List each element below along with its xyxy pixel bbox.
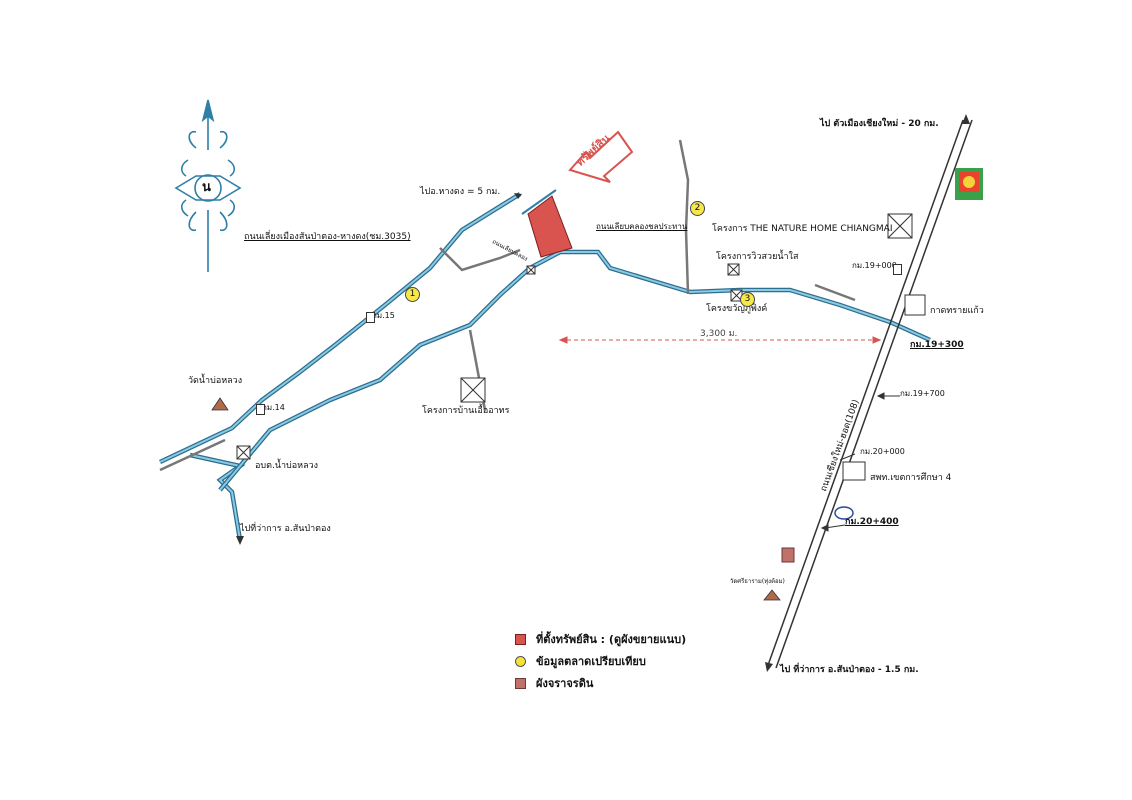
fuel-station-icon xyxy=(834,506,854,520)
label-to-chiangmai: ไป ตัวเมืองเชียงใหม่ - 20 กม. xyxy=(820,119,939,129)
legend-text-comparable: ข้อมูลตลาดเปรียบเทียบ xyxy=(536,655,646,668)
label-khong-khwan: โครงขวัญภูพิงค์ xyxy=(706,304,768,314)
km-post-19000 xyxy=(893,264,902,275)
label-wat-small: วัดศรีธาราม(ทุ่งต้อม) xyxy=(730,578,785,585)
label-km-19700: กม.19+700 xyxy=(900,389,945,398)
label-tambon-office: อบต.น้ำบ่อหลวง xyxy=(255,461,319,471)
legend-row-landuse: ผังจราจรดิน xyxy=(515,672,686,694)
comparable-marker-2[interactable]: 2 xyxy=(690,201,705,216)
label-edu-office: สพท.เขตการศึกษา 4 xyxy=(870,473,952,483)
hangdong-arrow xyxy=(514,193,522,199)
label-view-suay: โครงการวิวสวยน้ำใส xyxy=(716,252,799,262)
label-km-15: กม.15 xyxy=(372,311,395,320)
km-leader-arrows xyxy=(820,392,900,532)
legend-swatch-landuse xyxy=(515,677,526,689)
distance-line xyxy=(558,336,882,344)
label-km-14: กม.14 xyxy=(262,403,285,412)
main-road xyxy=(159,192,522,541)
legend-swatch-comparable xyxy=(515,655,526,667)
legend-text-property: ที่ตั้งทรัพย์สิน : (ดูผังขยายแนบ) xyxy=(536,633,687,646)
map-legend: ที่ตั้งทรัพย์สิน : (ดูผังขยายแนบ) ข้อมูล… xyxy=(515,628,686,694)
label-km-20400: กม.20+400 xyxy=(845,517,899,527)
km-post-15 xyxy=(366,312,375,323)
legend-row-property: ที่ตั้งทรัพย์สิน : (ดูผังขยายแนบ) xyxy=(515,628,686,650)
property-arrow-icon xyxy=(568,130,634,183)
highway-arrow-bottom xyxy=(765,662,773,672)
district-arrow xyxy=(236,536,244,545)
label-km-20000: กม.20+000 xyxy=(860,447,905,456)
landuse-block xyxy=(781,547,795,563)
label-km-19300: กม.19+300 xyxy=(910,340,964,350)
highway-108 xyxy=(766,119,973,669)
legend-row-comparable: ข้อมูลตลาดเปรียบเทียบ xyxy=(515,650,686,672)
label-kad-tan-kaew: กาดทรายแก้ว xyxy=(930,306,984,316)
north-arrow-icon xyxy=(174,99,242,272)
km-post-14 xyxy=(256,404,265,415)
property-parcel xyxy=(527,195,573,258)
highway-arrow-top xyxy=(962,114,970,124)
label-main-road: ถนนเลี่ยงเมืองสันป่าตอง-หางดง(ชม.3035) xyxy=(244,232,411,242)
temple-icons xyxy=(211,397,781,601)
label-km-19000: กม.19+000 xyxy=(852,261,897,270)
label-baan-uea-athon: โครงการบ้านเอื้ออาทร xyxy=(422,406,510,416)
legend-text-landuse: ผังจราจรดิน xyxy=(536,677,594,690)
logo-icon xyxy=(955,168,983,200)
label-bypass-road: ถนนเลียบคลองชลประทาน xyxy=(596,222,688,231)
label-distance: 3,300 ม. xyxy=(700,329,738,339)
label-to-district-office: ไปที่ว่าการ อ.สันป่าตอง xyxy=(240,524,331,534)
label-wat-nam-bo-luang: วัดน้ำบ่อหลวง xyxy=(188,376,243,386)
label-nature-home: โครงการ THE NATURE HOME CHIANGMAI xyxy=(712,224,893,234)
comparable-marker-3[interactable]: 3 xyxy=(740,292,755,307)
project-symbols xyxy=(236,213,926,481)
label-to-sanpatong: ไป ที่ว่าการ อ.สันป่าตอง - 1.5 กม. xyxy=(780,665,919,675)
property-road-edge xyxy=(521,189,557,215)
legend-swatch-property xyxy=(515,633,526,645)
label-to-hangdong: ไปอ.หางดง = 5 กม. xyxy=(420,187,501,197)
compass-letter: น xyxy=(202,180,211,195)
comparable-marker-1[interactable]: 1 xyxy=(405,287,420,302)
